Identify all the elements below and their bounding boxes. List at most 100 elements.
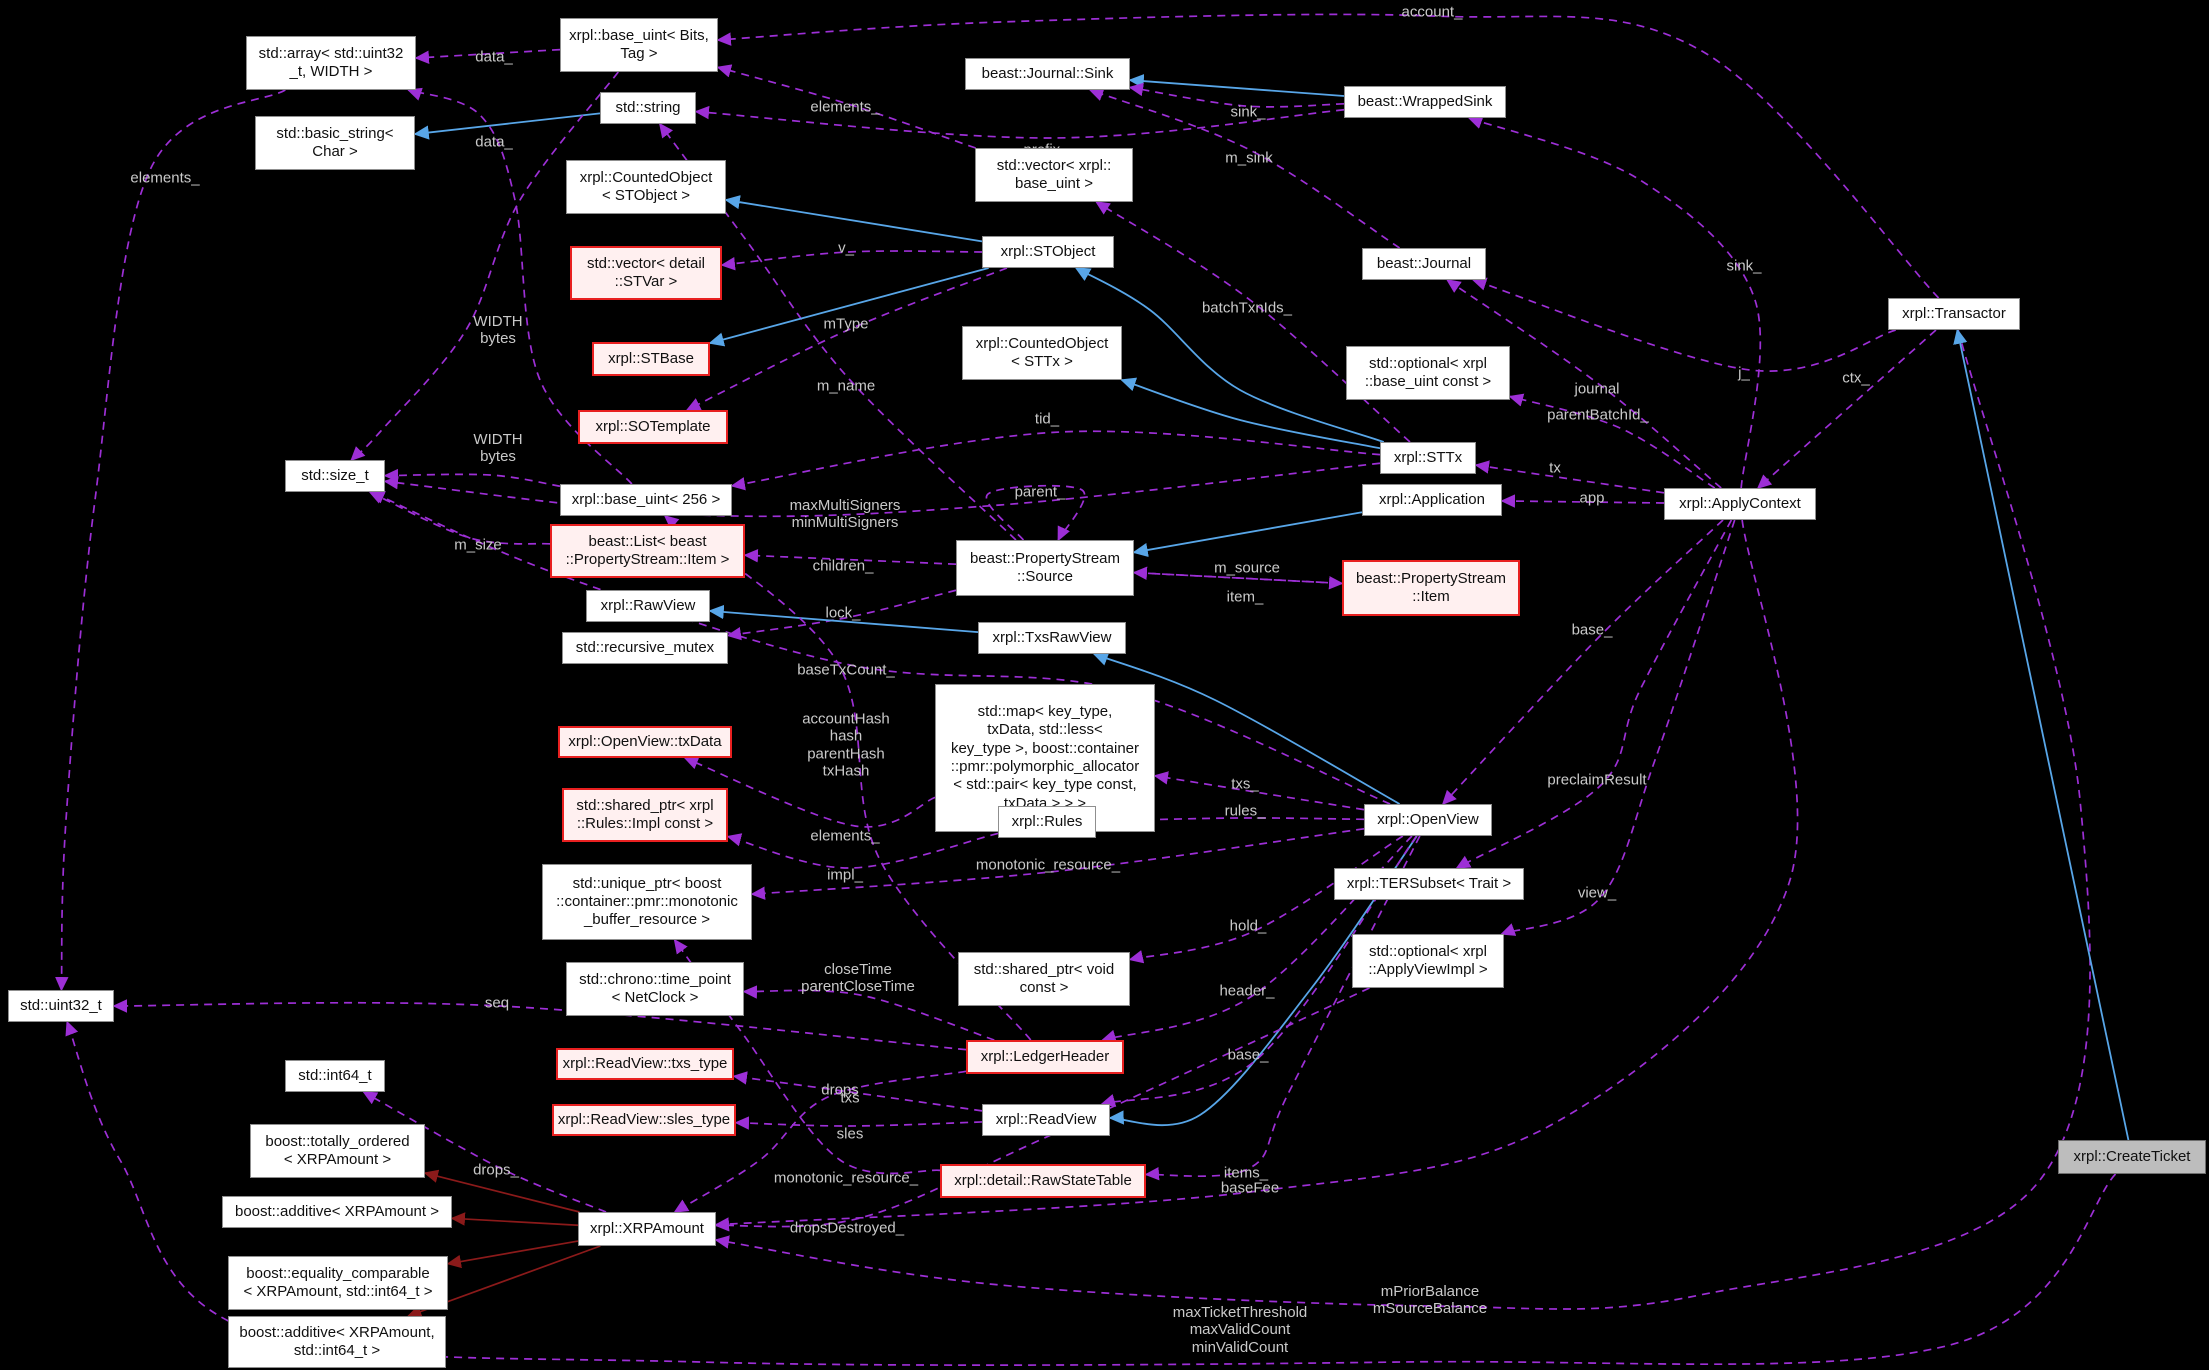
edge-tractor-actx: [1756, 329, 1937, 490]
edge-label-rules-sptr_rules: impl_: [827, 866, 863, 884]
edge-label-tractor-actx: ctx_: [1842, 369, 1870, 387]
node-bstr[interactable]: std::basic_string< Char >: [255, 116, 415, 170]
node-sptr_void[interactable]: std::shared_ptr< void const >: [958, 952, 1130, 1006]
edge-label-psrc-psrc: parent_: [1014, 483, 1066, 501]
node-optavi[interactable]: std::optional< xrpl ::ApplyViewImpl >: [1352, 934, 1504, 988]
node-i64[interactable]: std::int64_t: [285, 1060, 385, 1092]
node-ters[interactable]: xrpl::TERSubset< Trait >: [1334, 868, 1524, 900]
node-rst[interactable]: xrpl::detail::RawStateTable: [940, 1164, 1146, 1198]
node-stvar[interactable]: std::vector< detail ::STVar >: [570, 246, 722, 300]
edge-actx-jrnl: [1446, 279, 1722, 489]
edge-label-actx-wsink: sink_: [1726, 257, 1762, 275]
edge-label-tractor-xrp: mPriorBalance mSourceBalance: [1372, 1282, 1488, 1317]
edge-sttx-costx: [1120, 377, 1381, 450]
node-ct[interactable]: xrpl::CreateTicket: [2058, 1140, 2206, 1174]
edge-label-psrc-blist: children_: [812, 557, 874, 575]
node-str[interactable]: std::string: [600, 92, 696, 124]
edge-label-rv-rvtxs: txs: [840, 1089, 860, 1107]
edge-lhdr-u32: [112, 999, 967, 1051]
edge-label-ov-uptr: monotonic_resource_: [975, 856, 1121, 874]
node-cos[interactable]: xrpl::CountedObject < STObject >: [566, 160, 726, 214]
node-app[interactable]: xrpl::Application: [1362, 484, 1502, 516]
edge-tractor-jrnl: [1471, 277, 1896, 372]
edge-xrp-i64: [362, 1091, 607, 1213]
edge-wsink-jsink: [1128, 74, 1345, 97]
edge-label-ov-rst: items_: [1223, 1164, 1269, 1182]
node-stobj[interactable]: xrpl::STObject: [982, 236, 1114, 268]
node-sotpl[interactable]: xrpl::SOTemplate: [578, 410, 728, 444]
edge-psrc-rmutex: [726, 589, 957, 641]
edge-actx-wsink: [1467, 116, 1762, 489]
edge-label-ov-szt: baseTxCount_: [797, 661, 895, 679]
node-txdata[interactable]: xrpl::OpenView::txData: [558, 726, 732, 758]
edge-actx-optavi: [1500, 519, 1736, 936]
node-szt[interactable]: std::size_t: [285, 460, 385, 492]
edge-ct-u32: [65, 1020, 2117, 1366]
node-u32[interactable]: std::uint32_t: [8, 990, 114, 1022]
node-bto[interactable]: boost::totally_ordered < XRPAmount >: [250, 1124, 425, 1178]
node-rules[interactable]: xrpl::Rules: [998, 806, 1096, 838]
node-sttx[interactable]: xrpl::STTx: [1380, 442, 1476, 474]
edge-ct-tractor: [1953, 328, 2130, 1141]
node-badd2[interactable]: boost::additive< XRPAmount, std::int64_t…: [228, 1316, 446, 1368]
edge-sttx-vbu: [1095, 201, 1411, 443]
node-vbu[interactable]: std::vector< xrpl:: base_uint >: [975, 148, 1133, 202]
edge-label-map-txdata: elements_: [810, 827, 880, 845]
edge-ov-txrv: [1092, 652, 1401, 805]
node-uptr[interactable]: std::unique_ptr< boost ::container::pmr:…: [542, 864, 752, 940]
edge-label-psrc-rmutex: lock_: [825, 604, 861, 622]
node-rvsles[interactable]: xrpl::ReadView::sles_type: [552, 1104, 736, 1136]
edge-label-actx-ters: preclaimResult: [1547, 771, 1647, 789]
edge-ov-map: [1153, 771, 1365, 811]
edge-actx-optbu: [1508, 393, 1716, 489]
node-jrnl[interactable]: beast::Journal: [1362, 248, 1486, 280]
node-rv[interactable]: xrpl::ReadView: [982, 1104, 1110, 1136]
node-psrc[interactable]: beast::PropertyStream ::Source: [956, 540, 1134, 596]
edge-blist-szt: [368, 491, 551, 545]
node-rmutex[interactable]: std::recursive_mutex: [562, 632, 728, 664]
edge-jrnl-jsink: [1088, 88, 1401, 249]
edge-label-jrnl-jsink: m_sink: [1225, 149, 1273, 167]
node-rvtxs[interactable]: xrpl::ReadView::txs_type: [556, 1048, 734, 1080]
edge-label-actx-optavi: view_: [1577, 884, 1617, 902]
edge-label-actx-xrp: baseFee: [1220, 1179, 1280, 1197]
node-optbu[interactable]: std::optional< xrpl ::base_uint const >: [1346, 346, 1510, 400]
edge-rules-sptr_rules: [726, 832, 999, 869]
edge-ov-uptr: [750, 827, 1365, 900]
edge-label-lhdr-xrp: drops: [821, 1081, 859, 1099]
node-arr[interactable]: std::array< std::uint32 _t, WIDTH >: [246, 36, 416, 90]
node-lhdr[interactable]: xrpl::LedgerHeader: [966, 1040, 1124, 1074]
node-jsink[interactable]: beast::Journal::Sink: [965, 58, 1130, 90]
node-sptr_rules[interactable]: std::shared_ptr< xrpl ::Rules::Impl cons…: [562, 788, 728, 842]
edge-sttx-bu256: [730, 430, 1381, 491]
node-xrp[interactable]: xrpl::XRPAmount: [578, 1212, 716, 1246]
node-chrono[interactable]: std::chrono::time_point < NetClock >: [566, 962, 744, 1016]
node-stbase[interactable]: xrpl::STBase: [592, 342, 710, 376]
node-badd1[interactable]: boost::additive< XRPAmount >: [222, 1196, 452, 1228]
node-blist[interactable]: beast::List< beast ::PropertyStream::Ite…: [550, 524, 745, 578]
node-ov[interactable]: xrpl::OpenView: [1364, 804, 1492, 836]
node-pitem[interactable]: beast::PropertyStream ::Item: [1342, 560, 1520, 616]
node-wsink[interactable]: beast::WrappedSink: [1344, 86, 1506, 118]
edge-label-optavi-xrp: dropsDestroyed_: [789, 1219, 905, 1237]
edge-actx-ov: [1441, 519, 1724, 806]
node-actx[interactable]: xrpl::ApplyContext: [1664, 488, 1816, 520]
node-but[interactable]: xrpl::base_uint< Bits, Tag >: [560, 18, 718, 72]
node-bu256[interactable]: xrpl::base_uint< 256 >: [560, 484, 732, 516]
edge-label-ov-rules: rules_: [1224, 802, 1266, 820]
node-txrv[interactable]: xrpl::TxsRawView: [978, 622, 1126, 654]
edge-label-arr-u32: elements_: [130, 169, 200, 187]
edge-bu256-arr: [406, 87, 633, 485]
edge-ov-szt: [369, 491, 1391, 805]
node-rawv[interactable]: xrpl::RawView: [586, 590, 710, 622]
edge-label-actx-ov: base_: [1571, 621, 1613, 639]
edge-label-lhdr-chrono: closeTime parentCloseTime: [801, 960, 915, 995]
edge-label-lhdr-u32: seq: [484, 994, 510, 1012]
edge-stobj-stbase: [708, 267, 989, 347]
edge-label-rv-rvsles: sles: [836, 1125, 864, 1143]
node-beq[interactable]: boost::equality_comparable < XRPAmount, …: [228, 1256, 448, 1310]
edge-sttx-szt: [383, 462, 1381, 518]
node-tractor[interactable]: xrpl::Transactor: [1888, 298, 2020, 330]
edge-label-blist-szt: m_size: [454, 536, 502, 554]
node-costx[interactable]: xrpl::CountedObject < STTx >: [962, 326, 1122, 380]
